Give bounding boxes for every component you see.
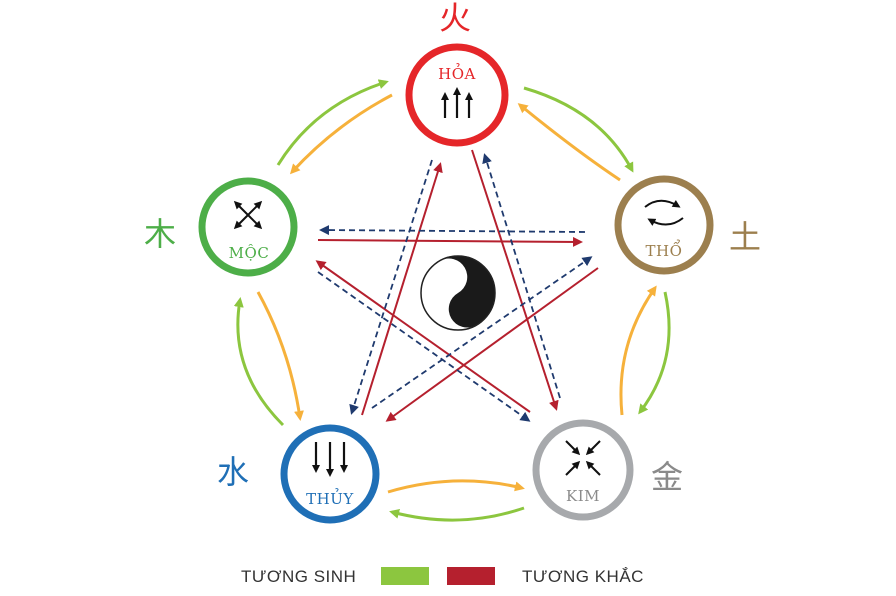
- khac-moc-tho: [317, 236, 583, 247]
- legend-khac-label: TƯƠNG KHẮC: [522, 567, 644, 586]
- arrow-tho-to-kim: [638, 291, 671, 415]
- khac-thuy-hoa: [361, 162, 443, 416]
- nguoc-thuy-tho: [371, 256, 593, 409]
- kim-hanzi: 金: [651, 458, 683, 496]
- khac-kim-moc: [315, 260, 531, 413]
- arrows-up-icon: [441, 87, 473, 118]
- nguoc-hoa-thuy: [349, 159, 433, 415]
- arrow-thuy-to-kim-return: [387, 479, 525, 494]
- legend-sinh-swatch: [381, 567, 429, 585]
- tho-hanzi: 土: [729, 218, 761, 256]
- arrow-tho-to-hoa-return: [517, 103, 621, 182]
- cycle-arrows-icon: [644, 199, 684, 226]
- element-thuy: 水 THỦY: [217, 424, 380, 524]
- arrow-thuy-to-moc: [233, 297, 285, 427]
- element-tho: 土 THỔ: [614, 175, 761, 275]
- arrows-down-icon: [312, 442, 348, 477]
- arrows-inward-icon: [565, 440, 601, 476]
- kim-label: KIM: [566, 487, 600, 505]
- yin-yang-icon: [420, 255, 496, 331]
- legend-khac-swatch: [447, 567, 495, 585]
- hoa-label: HỎA: [438, 63, 476, 83]
- arrow-kim-to-thuy: [389, 506, 525, 522]
- moc-hanzi: 木: [144, 215, 176, 253]
- arrow-kim-to-tho-return: [619, 285, 657, 416]
- hoa-hanzi: 火: [439, 0, 471, 37]
- element-hoa: 火 HỎA: [405, 0, 509, 147]
- arrow-hoa-to-tho: [523, 86, 634, 173]
- legend: TƯƠNG SINH TƯƠNG KHẮC: [241, 567, 644, 586]
- arrow-hoa-to-moc-return: [289, 93, 393, 175]
- generating-cycle: [233, 79, 671, 522]
- tho-label: THỔ: [646, 239, 683, 260]
- moc-label: MỘC: [229, 244, 270, 262]
- arrow-moc-to-hoa: [276, 79, 389, 166]
- element-kim: 金 KIM: [532, 419, 683, 521]
- element-moc: 木 MỘC: [144, 177, 298, 277]
- thuy-label: THỦY: [306, 488, 354, 508]
- khac-hoa-kim: [471, 149, 559, 411]
- controlling-star: [315, 149, 599, 422]
- thuy-hanzi: 水: [217, 453, 249, 491]
- legend-sinh-label: TƯƠNG SINH: [241, 567, 356, 586]
- nguoc-moc-kim: [317, 271, 531, 422]
- khac-tho-thuy: [385, 267, 599, 422]
- arrows-outward-icon: [233, 200, 263, 230]
- nguoc-tho-moc: [319, 225, 586, 236]
- nguoc-kim-hoa: [482, 153, 561, 399]
- arrow-moc-to-thuy-return: [256, 291, 304, 421]
